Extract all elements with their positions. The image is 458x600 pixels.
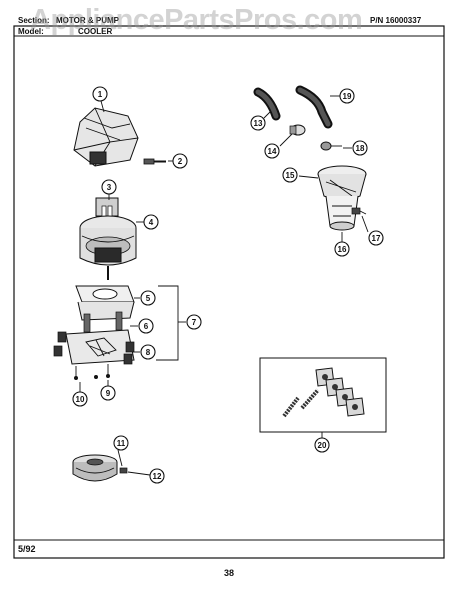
page-frame xyxy=(13,25,445,559)
callout-4: 4 xyxy=(143,214,159,230)
callout-circle xyxy=(186,314,202,330)
callout-3: 3 xyxy=(101,179,117,195)
callout-number: 20 xyxy=(318,441,327,450)
callout-number: 19 xyxy=(343,92,352,101)
callout-6: 6 xyxy=(138,318,154,334)
callout-13: 13 xyxy=(250,115,266,131)
pump-plate-assembly xyxy=(53,285,135,380)
page-number: 38 xyxy=(223,568,234,578)
leader-lines xyxy=(79,95,369,476)
callout-12: 12 xyxy=(149,468,165,484)
group-bracket-8 xyxy=(156,285,179,361)
callout-number: 11 xyxy=(117,439,126,448)
callout-number: 2 xyxy=(178,157,183,166)
callout-number: 1 xyxy=(98,90,103,99)
callout-number: 9 xyxy=(106,389,111,398)
callout-19: 19 xyxy=(339,88,355,104)
model-value: COOLER xyxy=(78,27,113,36)
callout-number: 16 xyxy=(338,245,347,254)
callout-circle xyxy=(149,468,165,484)
callout-number: 10 xyxy=(76,395,85,404)
pump-motor-part xyxy=(79,197,137,280)
callout-circle xyxy=(339,88,355,104)
revision-date: 5/92 xyxy=(18,544,36,554)
pump-housing-part xyxy=(317,165,367,231)
callout-number: 15 xyxy=(286,171,295,180)
hose-parts xyxy=(253,85,333,129)
part-number: P/N 16000337 xyxy=(370,16,422,25)
callout-8: 8 xyxy=(140,344,156,360)
motor-cover-part xyxy=(73,107,139,167)
callout-number: 6 xyxy=(144,322,149,331)
fan-part xyxy=(72,454,128,482)
callout-circle xyxy=(314,437,330,453)
callout-circle xyxy=(352,140,368,156)
callout-number: 18 xyxy=(356,144,365,153)
callout-circle xyxy=(138,318,154,334)
callout-circle xyxy=(250,115,266,131)
callout-7: 7 xyxy=(186,314,202,330)
callout-5: 5 xyxy=(140,290,156,306)
screw-part xyxy=(143,158,166,165)
callout-circle xyxy=(334,241,350,257)
callout-number: 12 xyxy=(153,472,162,481)
callout-circle xyxy=(143,214,159,230)
callout-20: 20 xyxy=(314,437,330,453)
callout-circle xyxy=(282,167,298,183)
callout-circle xyxy=(368,230,384,246)
fitting-parts xyxy=(289,124,342,151)
callout-10: 10 xyxy=(72,391,88,407)
callout-number: 5 xyxy=(146,294,151,303)
callout-17: 17 xyxy=(368,230,384,246)
callout-circle xyxy=(113,435,129,451)
callout-circle xyxy=(72,391,88,407)
callout-circle xyxy=(140,344,156,360)
callout-9: 9 xyxy=(100,385,116,401)
callout-15: 15 xyxy=(282,167,298,183)
callout-circle xyxy=(101,179,117,195)
callout-circle xyxy=(172,153,188,169)
callout-2: 2 xyxy=(172,153,188,169)
callout-1: 1 xyxy=(92,86,108,102)
model-label: Model: xyxy=(18,27,44,36)
callout-14: 14 xyxy=(264,143,280,159)
callout-circle xyxy=(140,290,156,306)
site-watermark: AppliancePartsPros.com xyxy=(30,4,363,36)
callout-18: 18 xyxy=(352,140,368,156)
callout-number: 8 xyxy=(146,348,151,357)
callout-number: 4 xyxy=(149,218,154,227)
callout-circle xyxy=(264,143,280,159)
callout-circle xyxy=(92,86,108,102)
callout-number: 17 xyxy=(372,234,381,243)
callout-number: 14 xyxy=(268,147,277,156)
vibration-mount-kit xyxy=(282,367,365,418)
callout-circle xyxy=(100,385,116,401)
callout-number: 3 xyxy=(107,183,112,192)
section-value: MOTOR & PUMP xyxy=(56,16,119,25)
callout-11: 11 xyxy=(113,435,129,451)
callout-number: 13 xyxy=(254,119,263,128)
section-label: Section: xyxy=(18,16,50,25)
kit-box-20 xyxy=(259,357,387,433)
callout-number: 7 xyxy=(192,318,197,327)
callout-16: 16 xyxy=(334,241,350,257)
